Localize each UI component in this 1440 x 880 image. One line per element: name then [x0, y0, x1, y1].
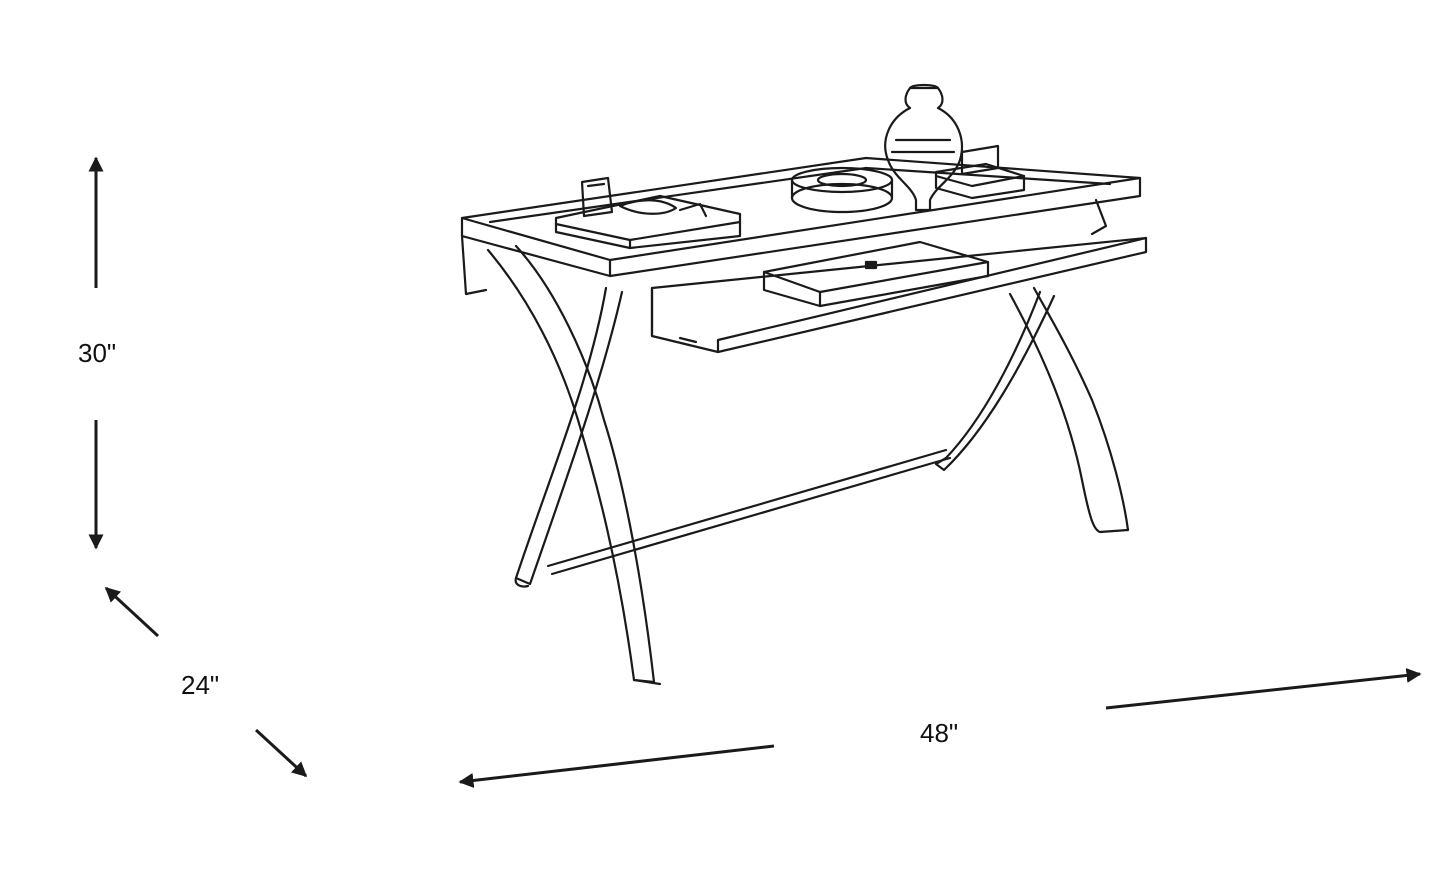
desk-top	[460, 156, 1142, 296]
desk-illustration	[460, 83, 1148, 686]
keyboard-drawer	[650, 236, 1148, 354]
leg-right-back	[934, 290, 1056, 472]
decor-cluster	[618, 199, 708, 218]
desk-back-side-panel	[1090, 198, 1108, 236]
width-arrow-right	[1105, 667, 1422, 710]
leg-left-front	[486, 244, 662, 686]
leg-right-front	[1008, 286, 1130, 534]
depth-label: 24"	[181, 670, 220, 700]
depth-arrow-back	[104, 586, 160, 638]
bottom-stretcher	[546, 448, 952, 576]
decorative-plate	[790, 166, 894, 214]
decor-box-right	[934, 144, 1026, 200]
decor-box	[580, 176, 614, 218]
book-stack	[554, 194, 742, 250]
width-arrow-left	[458, 744, 775, 788]
leg-left-back	[514, 286, 624, 588]
laptop	[762, 240, 990, 308]
vase	[884, 83, 964, 212]
depth-arrow-front	[254, 728, 308, 778]
height-label: 30"	[78, 338, 117, 368]
depth-dimension-arrows	[104, 586, 308, 778]
width-label: 48"	[920, 718, 959, 748]
width-dimension-arrows	[458, 667, 1422, 788]
